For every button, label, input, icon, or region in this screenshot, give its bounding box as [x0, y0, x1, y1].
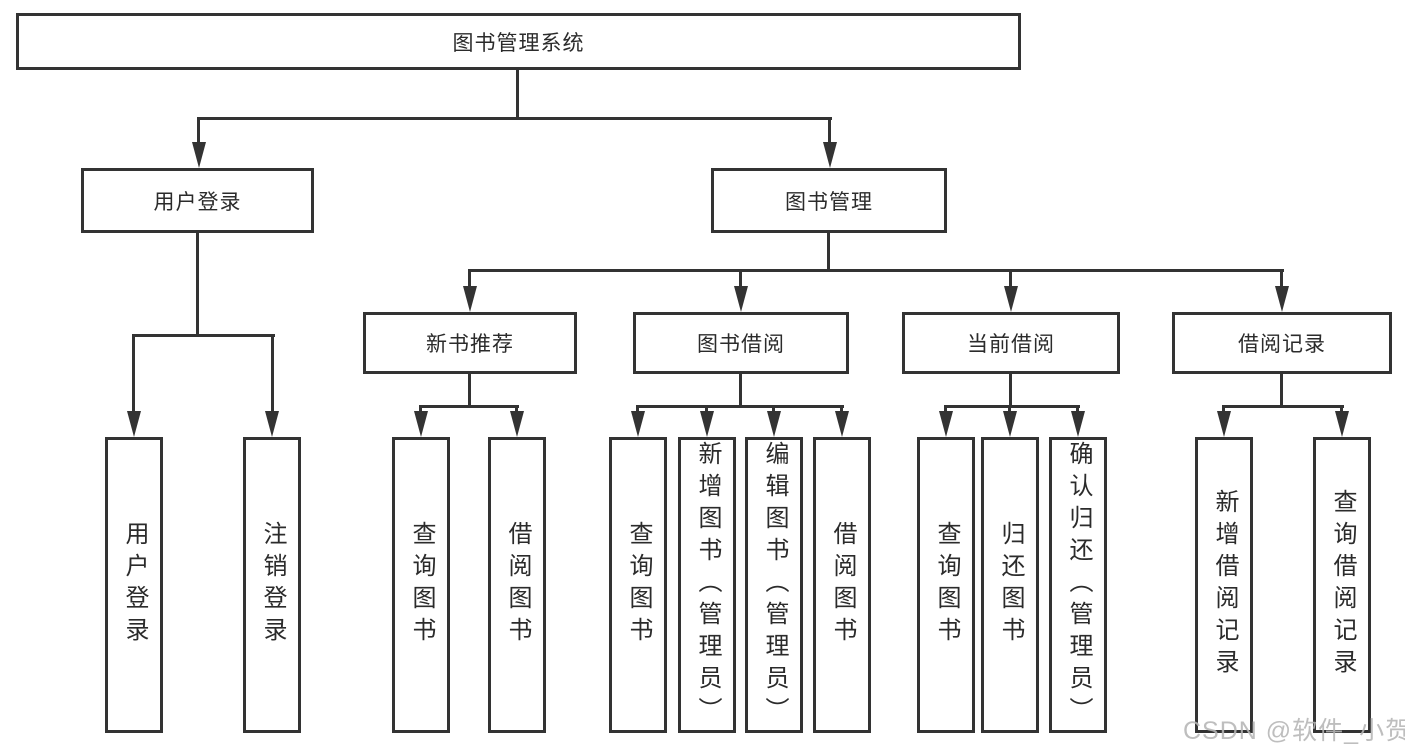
connector-borrow-stem	[739, 374, 742, 408]
connector-borrow-drop-2	[705, 405, 708, 415]
arrowhead-borrow-query	[631, 411, 645, 437]
connector-bookmgmt-stem	[827, 233, 830, 272]
node-new-book-recommend-label: 新书推荐	[426, 333, 514, 356]
connector-bookmgmt-drop-2	[739, 269, 742, 289]
connector-records-drop-1	[1222, 405, 1225, 415]
connector-borrow-drop-1	[636, 405, 639, 415]
leaf-records-query-label: 查询借阅记录	[1329, 489, 1356, 681]
leaf-borrow-add-admin-label: 新增图书（管理员）	[694, 441, 721, 729]
connector-userlogin-hline	[132, 334, 275, 337]
leaf-current-query-label: 查询图书	[933, 521, 960, 649]
node-current-borrow: 当前借阅	[902, 312, 1120, 374]
arrowhead-current-return	[1003, 411, 1017, 437]
leaf-current-confirm-admin: 确认归还（管理员）	[1049, 437, 1107, 733]
node-book-management: 图书管理	[711, 168, 947, 233]
arrowhead-current-borrow	[1004, 286, 1018, 312]
connector-borrow-hline	[636, 405, 844, 408]
connector-newbook-drop-1	[419, 405, 422, 415]
arrowhead-current-confirm	[1071, 411, 1085, 437]
leaf-borrow-book-label: 借阅图书	[829, 521, 856, 649]
leaf-user-login: 用户登录	[105, 437, 163, 733]
leaf-newbook-borrow: 借阅图书	[488, 437, 546, 733]
leaf-borrow-add-admin: 新增图书（管理员）	[678, 437, 736, 733]
arrowhead-new-book-recommend	[463, 286, 477, 312]
connector-root-stem	[516, 70, 519, 120]
node-root: 图书管理系统	[16, 13, 1021, 70]
connector-borrow-drop-3	[772, 405, 775, 415]
leaf-current-query: 查询图书	[917, 437, 975, 733]
leaf-current-return: 归还图书	[981, 437, 1039, 733]
arrowhead-records-add	[1217, 411, 1231, 437]
leaf-logout-label: 注销登录	[259, 521, 286, 649]
connector-current-drop-2	[1008, 405, 1011, 415]
leaf-user-login-label: 用户登录	[121, 521, 148, 649]
leaf-borrow-edit-admin-label: 编辑图书（管理员）	[761, 441, 788, 729]
connector-current-drop-1	[944, 405, 947, 415]
connector-bookmgmt-drop-4	[1280, 269, 1283, 289]
leaf-borrow-edit-admin: 编辑图书（管理员）	[745, 437, 803, 733]
node-book-borrow-label: 图书借阅	[697, 333, 785, 356]
arrowhead-leaf-logout	[265, 411, 279, 437]
arrowhead-borrow-edit	[767, 411, 781, 437]
connector-current-drop-3	[1076, 405, 1079, 415]
node-book-management-label: 图书管理	[785, 190, 873, 214]
csdn-watermark: CSDN @软件_小贺同学	[1183, 717, 1405, 745]
arrowhead-borrow-add	[700, 411, 714, 437]
leaf-borrow-query: 查询图书	[609, 437, 667, 733]
connector-newbook-stem	[468, 374, 471, 408]
leaf-records-add-label: 新增借阅记录	[1211, 489, 1238, 681]
connector-root-drop-right	[828, 117, 831, 145]
leaf-borrow-book: 借阅图书	[813, 437, 871, 733]
node-book-borrow: 图书借阅	[633, 312, 849, 374]
leaf-borrow-query-label: 查询图书	[625, 521, 652, 649]
arrowhead-book-management	[823, 142, 837, 168]
leaf-newbook-query: 查询图书	[392, 437, 450, 733]
node-borrow-records-label: 借阅记录	[1238, 333, 1326, 356]
node-borrow-records: 借阅记录	[1172, 312, 1392, 374]
connector-userlogin-stem	[196, 233, 199, 337]
connector-root-hline	[198, 117, 832, 120]
arrowhead-user-login	[192, 142, 206, 168]
connector-records-drop-2	[1340, 405, 1343, 415]
connector-current-stem	[1009, 374, 1012, 408]
leaf-records-query: 查询借阅记录	[1313, 437, 1371, 733]
leaf-newbook-query-label: 查询图书	[408, 521, 435, 649]
connector-root-drop-left	[197, 117, 200, 145]
arrowhead-newbook-query	[414, 411, 428, 437]
arrowhead-records-query	[1335, 411, 1349, 437]
node-current-borrow-label: 当前借阅	[967, 333, 1055, 356]
arrowhead-newbook-borrow	[510, 411, 524, 437]
leaf-records-add: 新增借阅记录	[1195, 437, 1253, 733]
connector-newbook-drop-2	[515, 405, 518, 415]
arrowhead-current-query	[939, 411, 953, 437]
connector-records-stem	[1280, 374, 1283, 408]
arrowhead-borrow-records	[1275, 286, 1289, 312]
connector-newbook-hline	[419, 405, 519, 408]
node-root-label: 图书管理系统	[452, 31, 585, 55]
node-user-login: 用户登录	[81, 168, 314, 233]
connector-userlogin-drop-1	[132, 334, 135, 414]
arrowhead-book-borrow	[734, 286, 748, 312]
leaf-current-confirm-admin-label: 确认归还（管理员）	[1065, 441, 1092, 729]
node-user-login-label: 用户登录	[153, 190, 242, 214]
leaf-logout: 注销登录	[243, 437, 301, 733]
arrowhead-leaf-user-login	[127, 411, 141, 437]
connector-current-hline	[944, 405, 1080, 408]
connector-userlogin-drop-2	[271, 334, 274, 414]
connector-bookmgmt-hline	[468, 269, 1284, 272]
node-new-book-recommend: 新书推荐	[363, 312, 577, 374]
connector-borrow-drop-4	[840, 405, 843, 415]
connector-bookmgmt-drop-1	[468, 269, 471, 289]
leaf-current-return-label: 归还图书	[997, 521, 1024, 649]
arrowhead-borrow-book	[835, 411, 849, 437]
connector-records-hline	[1222, 405, 1344, 408]
leaf-newbook-borrow-label: 借阅图书	[504, 521, 531, 649]
connector-bookmgmt-drop-3	[1009, 269, 1012, 289]
